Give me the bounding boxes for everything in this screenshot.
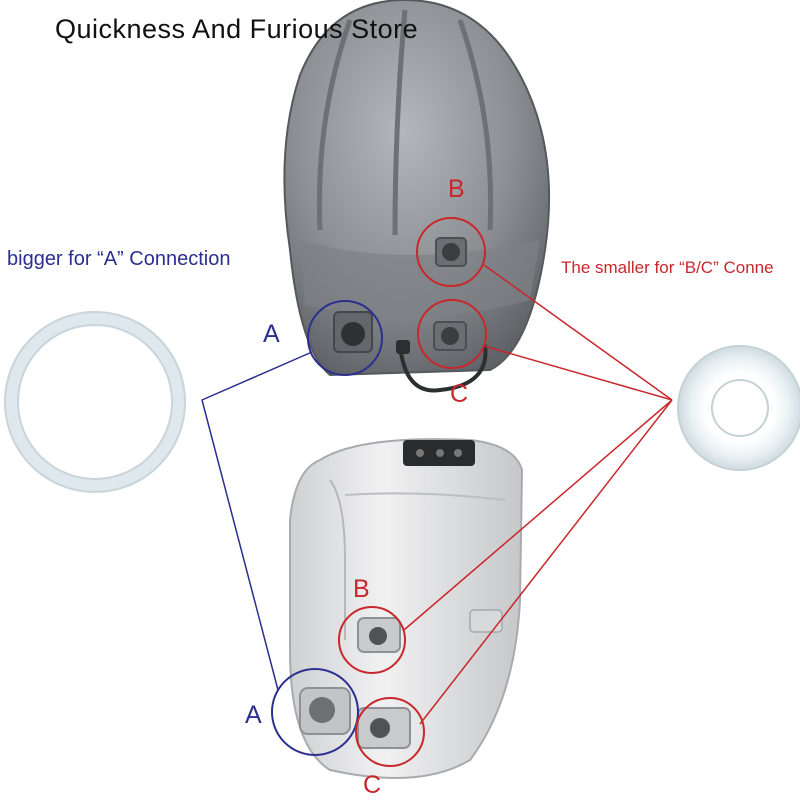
caption-smaller-seal: The smaller for “B/C” Conne	[561, 258, 774, 277]
label-top-b: B	[448, 175, 465, 203]
label-top-c: C	[450, 380, 469, 408]
highlight-circle-top-a	[307, 300, 383, 376]
label-bottom-b: B	[353, 575, 370, 603]
highlight-circle-top-c	[417, 299, 487, 369]
red-connector-lines	[403, 264, 673, 725]
highlight-circle-top-b	[416, 217, 486, 287]
small-seal-ring	[677, 345, 800, 471]
caption-bigger-seal: bigger for “A” Connection	[7, 248, 231, 270]
top-pump	[283, 0, 551, 393]
blue-connector-lines	[201, 351, 313, 691]
label-top-a: A	[263, 320, 280, 348]
store-title: Quickness And Furious Store	[55, 14, 419, 44]
highlight-circle-bottom-b	[338, 606, 406, 674]
label-bottom-c: C	[363, 771, 382, 799]
highlight-circle-bottom-a	[271, 668, 359, 756]
highlight-circle-bottom-c	[355, 697, 425, 767]
bottom-pump	[289, 438, 524, 779]
large-seal-ring	[4, 311, 186, 493]
label-bottom-a: A	[245, 701, 262, 729]
